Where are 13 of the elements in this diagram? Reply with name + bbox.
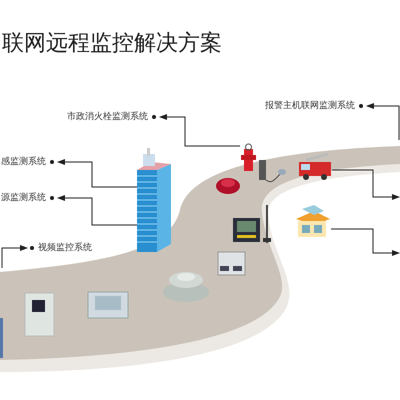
- connector-arrow: [159, 114, 240, 146]
- system-label: 感监测系统: [1, 157, 46, 167]
- system-label: 视频监控系统: [38, 243, 92, 253]
- connector-arrow: [2, 245, 28, 268]
- system-label: 报警主机联网监测系统: [265, 101, 355, 111]
- connector-arrow: [57, 159, 138, 188]
- connector-arrow: [332, 170, 400, 200]
- connector-arrow: [57, 195, 138, 226]
- connector-arrow: [366, 103, 400, 140]
- system-label: 市政消火栓监测系统: [67, 112, 148, 122]
- system-label: 源监测系统: [1, 193, 46, 203]
- title: 联网远程监控解决方案: [2, 30, 222, 58]
- connector-arrow: [330, 228, 400, 256]
